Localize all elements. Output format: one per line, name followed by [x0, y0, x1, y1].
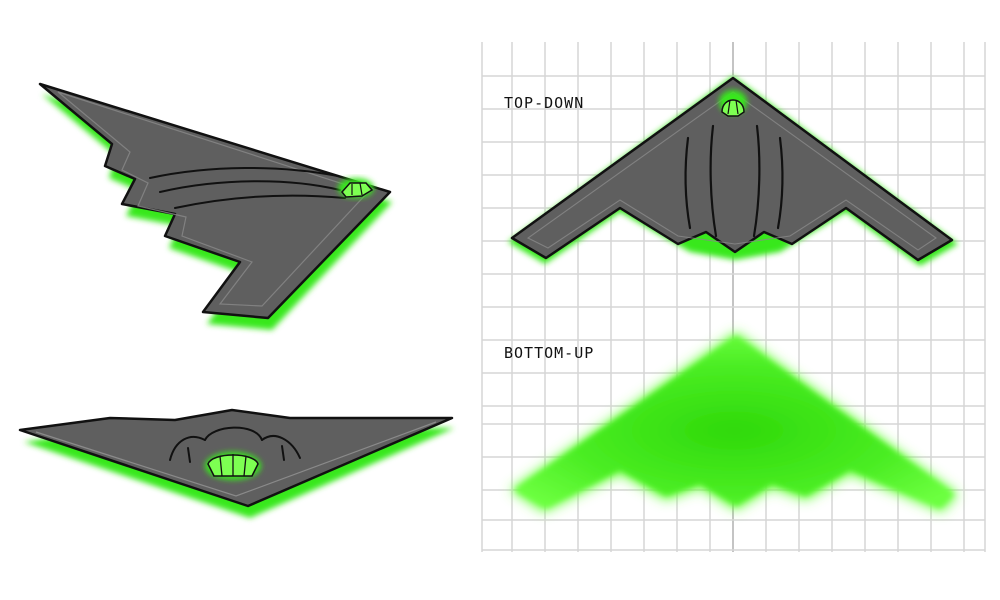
bomber-perspective-view — [38, 82, 392, 330]
cockpit-front-icon — [205, 452, 261, 480]
bomber-front-view — [18, 408, 454, 518]
bomber-top-down-panel-lines — [684, 124, 784, 238]
bomber-bottom-up-view — [510, 332, 958, 512]
bomber-bottom-up-hull — [514, 336, 954, 508]
cockpit-icon — [338, 178, 374, 198]
top-down-label: TOP-DOWN — [504, 94, 584, 112]
bomber-perspective-panel-lines — [149, 167, 346, 209]
bomber-top-down-hull — [510, 76, 954, 262]
bomber-top-down-view — [508, 76, 958, 266]
cockpit-top-icon — [719, 90, 747, 117]
bottom-up-label: BOTTOM-UP — [504, 344, 594, 362]
bomber-front-intakes — [169, 426, 301, 463]
